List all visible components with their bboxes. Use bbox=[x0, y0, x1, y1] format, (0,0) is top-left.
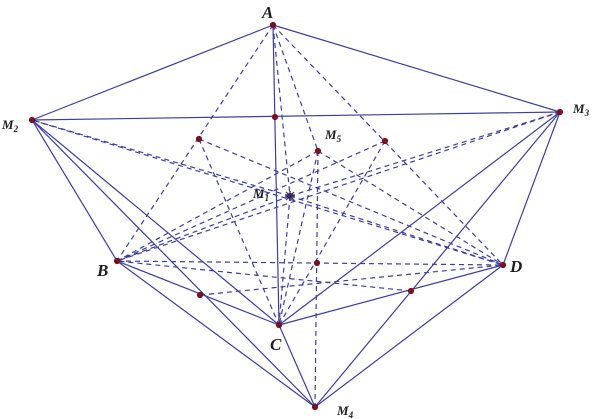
dashed-edge-M1-M3 bbox=[289, 111, 561, 197]
dashed-edge-ADmid-B bbox=[116, 140, 386, 262]
label-m1-letter: M bbox=[252, 186, 265, 201]
label-m5-subscript: 5 bbox=[337, 134, 342, 144]
point-d bbox=[499, 261, 507, 269]
dashed-edge-M3-B bbox=[116, 111, 561, 262]
label-c: C bbox=[270, 335, 282, 354]
edge-A-C bbox=[272, 24, 280, 326]
point-b bbox=[113, 257, 121, 265]
dashed-edge-A-B bbox=[116, 24, 274, 262]
point-m2 bbox=[28, 116, 36, 124]
label-c-letter: C bbox=[270, 335, 282, 354]
point-bc-mid bbox=[196, 291, 204, 299]
label-d-letter: D bbox=[509, 257, 522, 276]
label-m1-subscript: 1 bbox=[265, 193, 270, 203]
dashed-edge-M1-C bbox=[278, 195, 291, 326]
dashed-edge-B-D bbox=[116, 260, 504, 266]
point-c bbox=[275, 321, 283, 329]
label-a-letter: A bbox=[261, 3, 273, 22]
dashed-edge-M5-D bbox=[317, 150, 504, 266]
label-d: D bbox=[509, 257, 522, 276]
point-a bbox=[269, 21, 277, 29]
dashed-edge-A-M1 bbox=[272, 24, 291, 197]
label-m3: M3 bbox=[572, 101, 590, 118]
point-m3 bbox=[556, 108, 564, 116]
label-m4-subscript: 4 bbox=[348, 410, 354, 419]
point-cd-mid bbox=[407, 287, 415, 295]
label-m5-letter: M bbox=[324, 127, 337, 142]
edge-M2-B bbox=[31, 119, 118, 262]
point-m5 bbox=[314, 147, 322, 155]
dashed-edge-M5-C bbox=[278, 150, 319, 326]
edge-A-M3 bbox=[272, 24, 561, 113]
dashed-edge-ABmid-D bbox=[198, 138, 504, 266]
label-m1: M1 bbox=[252, 186, 269, 203]
dashed-edge-M1-D bbox=[289, 195, 504, 266]
label-a: A bbox=[261, 3, 273, 22]
edge-M2-M3 bbox=[31, 111, 561, 121]
edge-M3-M4 bbox=[314, 111, 561, 408]
edge-M2-C bbox=[31, 119, 280, 326]
dashed-edge-BCmid-D bbox=[199, 264, 504, 296]
dashed-edge-M2-D bbox=[31, 119, 504, 266]
label-b-letter: B bbox=[96, 261, 108, 280]
point-bd-mid bbox=[313, 259, 321, 267]
point-ab-mid bbox=[195, 135, 203, 143]
point-m4 bbox=[311, 403, 319, 411]
edge-C-M4 bbox=[278, 324, 316, 408]
star-marker-m1 bbox=[285, 191, 295, 201]
label-m3-letter: M bbox=[572, 101, 585, 116]
edge-M3-D bbox=[502, 111, 561, 266]
label-m4-letter: M bbox=[336, 403, 349, 418]
label-m5: M5 bbox=[324, 127, 342, 144]
edge-M2-M4 bbox=[31, 119, 316, 408]
edge-M3-C bbox=[278, 111, 561, 326]
label-m3-subscript: 3 bbox=[584, 108, 590, 118]
label-m2-subscript: 2 bbox=[13, 124, 19, 134]
point-ac-m2m3 bbox=[271, 113, 279, 121]
label-m2: M2 bbox=[1, 117, 19, 134]
label-b: B bbox=[96, 261, 108, 280]
edge-A-M2 bbox=[31, 24, 274, 121]
dashed-edge-CDmid-B bbox=[116, 260, 412, 292]
dashed-edge-M5-M4 bbox=[314, 150, 319, 408]
label-m4: M4 bbox=[336, 403, 354, 419]
dashed-edge-A-M5 bbox=[272, 24, 319, 152]
point-ad-mid bbox=[381, 137, 389, 145]
edge-B-M4 bbox=[116, 260, 316, 408]
label-m2-letter: M bbox=[1, 117, 14, 132]
dashed-edge-M1-B bbox=[116, 195, 291, 262]
dashed-edge-ABmid-C bbox=[198, 138, 280, 326]
dashed-edge-ADmid-C bbox=[278, 140, 386, 326]
dashed-edge-A-D bbox=[272, 24, 504, 266]
edge-D-M4 bbox=[314, 264, 504, 408]
dashed-edge-M5-B bbox=[116, 150, 319, 262]
